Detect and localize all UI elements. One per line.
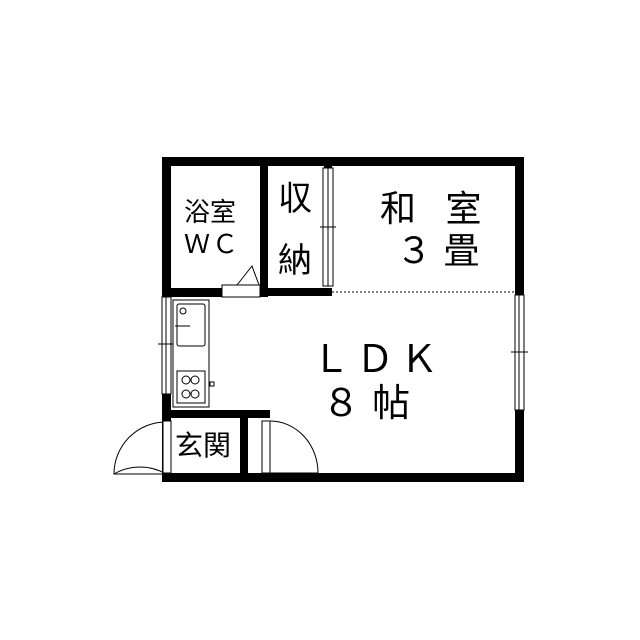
wall-bottom	[162, 473, 524, 482]
wall-right-lower	[515, 410, 524, 482]
storage-sliding-door	[320, 167, 336, 287]
kitchen-sink	[176, 303, 206, 347]
entrance-door	[113, 420, 172, 475]
window-right	[511, 294, 528, 411]
kitchen-counter	[172, 299, 215, 408]
wall-top	[162, 157, 524, 166]
bath-label-line1: 浴室	[184, 198, 237, 228]
wall-left-upper	[162, 157, 171, 297]
wall-right-upper	[515, 157, 524, 295]
wall-bath-storage	[260, 157, 268, 297]
ldk-label-size: ８ 帖	[322, 381, 411, 425]
storage-label-char2: 納	[278, 241, 312, 281]
window-left	[158, 296, 176, 395]
bath-door-threshold	[221, 284, 261, 298]
bath-door-triangle	[235, 264, 260, 286]
storage-label-char1: 収	[278, 179, 312, 219]
wall-storage-bottom	[260, 288, 332, 296]
genkan-inner-door	[261, 420, 319, 474]
wall-genkan-top	[162, 410, 270, 418]
kitchen-stove	[176, 370, 206, 404]
bath-label-line2: ＷＣ	[184, 230, 241, 260]
ldk-label-name: ＬＤＫ	[312, 337, 445, 381]
wall-bath-bottom	[162, 288, 222, 297]
washitsu-label-name: 和 室	[380, 189, 482, 230]
washitsu-label-size: ３ 畳	[396, 231, 480, 272]
wall-genkan-right	[240, 410, 248, 482]
genkan-label: 玄関	[175, 429, 232, 462]
